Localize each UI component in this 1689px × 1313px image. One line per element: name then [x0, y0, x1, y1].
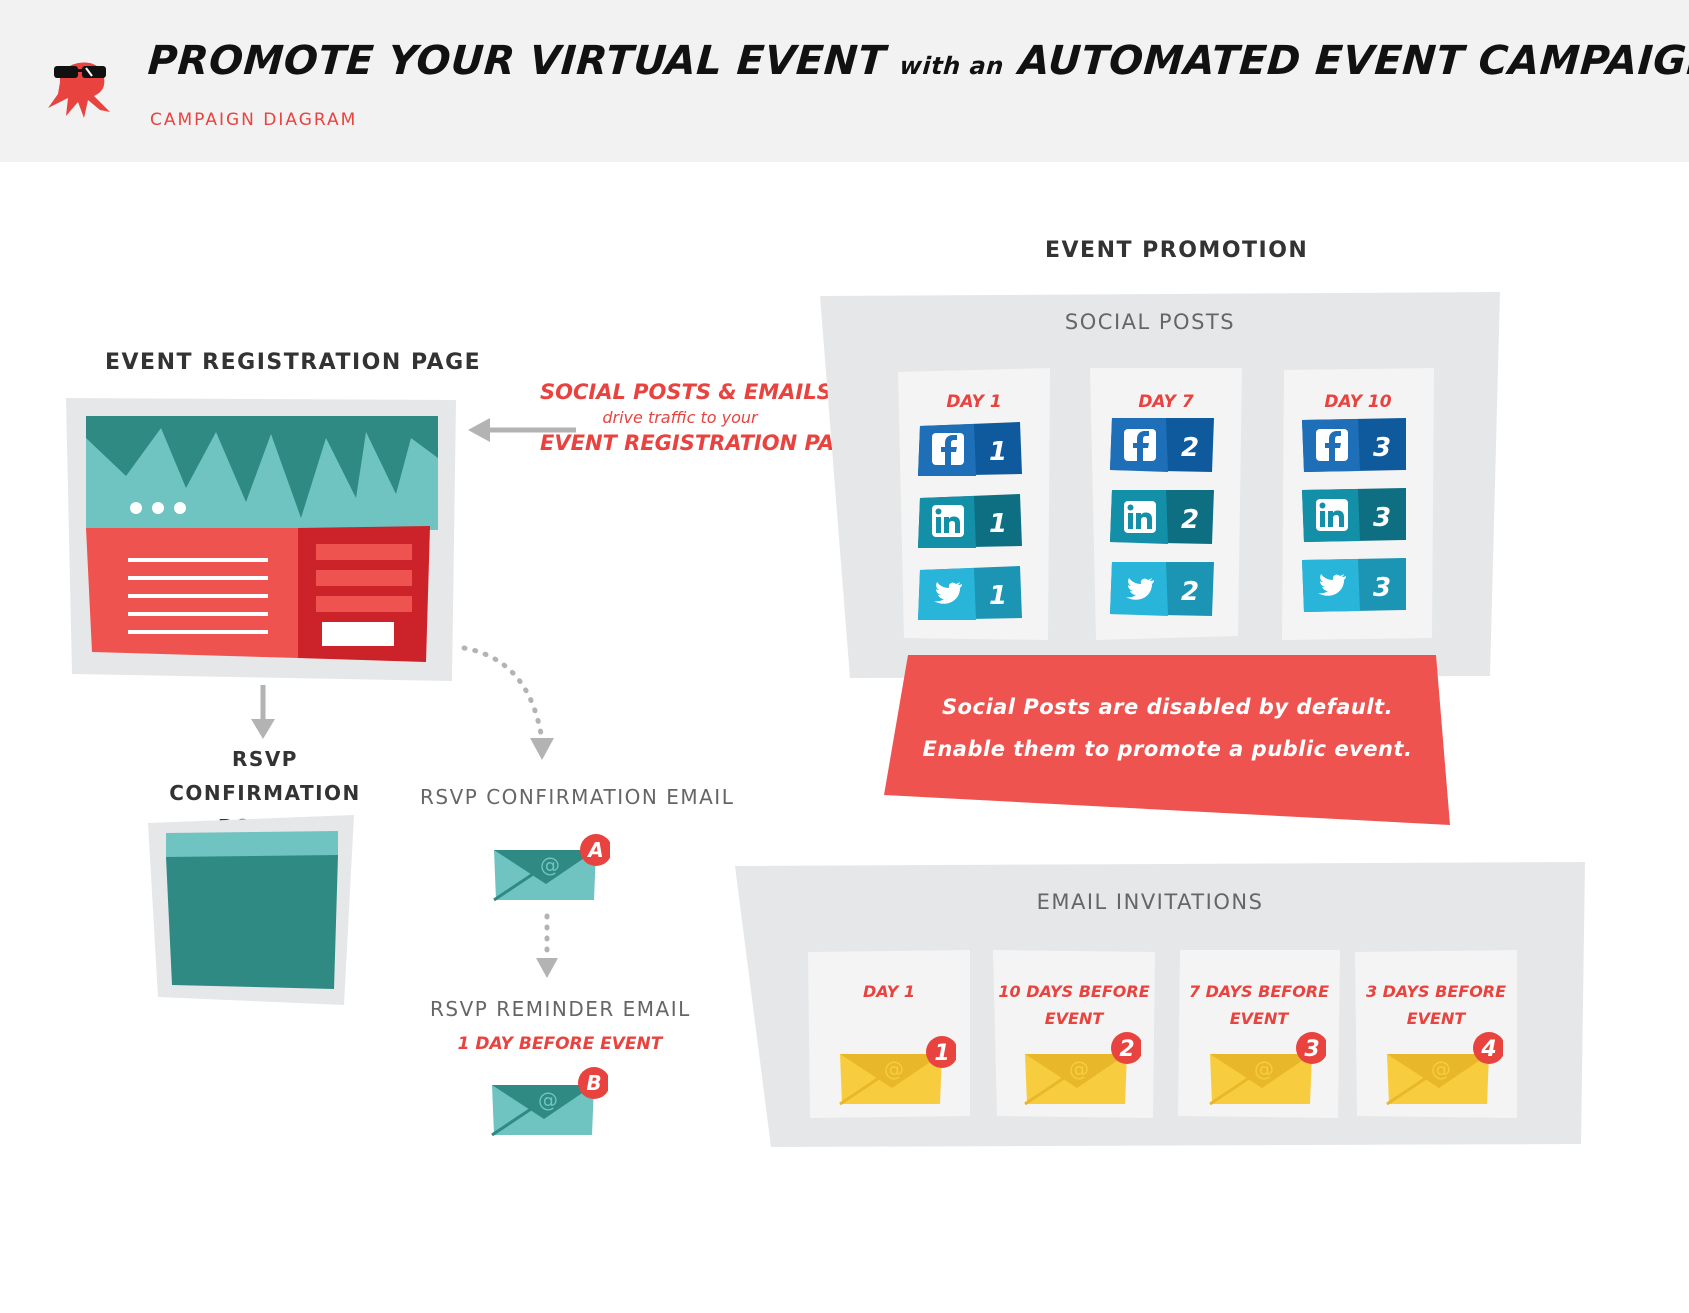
- invitation-badge: 2: [1119, 1037, 1134, 1062]
- badge-b: B: [586, 1071, 601, 1095]
- arrow-left-icon: [468, 418, 576, 442]
- envelope-icon: @ 2: [1024, 1032, 1141, 1106]
- twitter-icon: [1126, 578, 1154, 600]
- envelope-icon: @ B: [491, 1067, 608, 1137]
- email-invitations-title: EMAIL INVITATIONS: [1036, 890, 1264, 914]
- invitation-badge: 3: [1304, 1037, 1319, 1062]
- facebook-post-tile[interactable]: 1: [918, 422, 1022, 476]
- post-number: 3: [1373, 503, 1391, 533]
- banner-text: Social Posts are disabled by default. En…: [900, 686, 1435, 770]
- traffic-note-line-3: EVENT REGISTRATION PAGE: [540, 431, 866, 455]
- page-subtitle: CAMPAIGN DIAGRAM: [150, 110, 358, 130]
- twitter-post-tile[interactable]: 2: [1110, 562, 1214, 616]
- header-bar: [0, 0, 1689, 162]
- social-day-card: DAY 10 3 3 3: [1282, 368, 1434, 640]
- linkedin-post-tile[interactable]: 3: [1302, 488, 1406, 542]
- invitation-label: 7 DAYS BEFORE EVENT: [1188, 982, 1330, 1028]
- social-day-card: DAY 7 2 2 2: [1090, 368, 1242, 640]
- twitter-post-tile[interactable]: 3: [1302, 558, 1406, 612]
- post-number: 2: [1181, 505, 1199, 535]
- rsvp-confirmation-title: RSVP CONFIRMATION EMAIL: [420, 785, 735, 809]
- facebook-post-tile[interactable]: 3: [1302, 418, 1406, 472]
- svg-text:@: @: [540, 853, 560, 877]
- post-number: 1: [989, 437, 1007, 467]
- title-part-2: AUTOMATED EVENT CAMPAIGN: [1017, 38, 1689, 84]
- svg-text:@: @: [1254, 1057, 1274, 1081]
- banner-line-2: Enable them to promote a public event.: [922, 737, 1413, 761]
- post-number: 1: [989, 581, 1007, 611]
- event-promotion-title: EVENT PROMOTION: [1045, 238, 1309, 263]
- traffic-note: SOCIAL POSTS & EMAILS drive traffic to y…: [540, 380, 866, 455]
- social-day-card: DAY 1 1 1 1: [898, 368, 1050, 640]
- social-posts-title: SOCIAL POSTS: [1064, 310, 1236, 334]
- title-part-1: PROMOTE YOUR VIRTUAL EVENT: [146, 38, 888, 84]
- envelope-icon: @ 4: [1386, 1032, 1503, 1106]
- post-number: 2: [1181, 577, 1199, 607]
- svg-text:@: @: [1431, 1057, 1451, 1081]
- invitation-badge: 1: [934, 1041, 949, 1066]
- envelope-icon: @ 1: [839, 1036, 956, 1106]
- arrow-down-icon: [251, 685, 275, 739]
- registration-page-illustration: [66, 398, 456, 681]
- twitter-post-tile[interactable]: 1: [918, 566, 1022, 620]
- invitation-badge: 4: [1480, 1037, 1496, 1062]
- dotted-arrow-icon: [461, 645, 554, 760]
- title-connector: with an: [898, 52, 1005, 80]
- rsvp-reminder-title: RSVP REMINDER EMAIL: [430, 997, 691, 1021]
- facebook-post-tile[interactable]: 2: [1110, 418, 1214, 472]
- dotted-arrow-down-icon: [536, 913, 558, 978]
- post-number: 3: [1373, 433, 1391, 463]
- octopus-logo-icon: [48, 62, 110, 118]
- invitation-label: 10 DAYS BEFORE EVENT: [998, 982, 1150, 1028]
- invitation-label: DAY 1: [862, 982, 916, 1001]
- traffic-note-line-1: SOCIAL POSTS & EMAILS: [540, 380, 832, 404]
- banner-line-1: Social Posts are disabled by default.: [941, 695, 1394, 719]
- post-number: 1: [989, 509, 1007, 539]
- traffic-note-line-2: drive traffic to your: [602, 408, 758, 427]
- registration-title: EVENT REGISTRATION PAGE: [105, 350, 482, 375]
- page-title: PROMOTE YOUR VIRTUAL EVENT with an AUTOM…: [146, 38, 1689, 84]
- day-label: DAY 1: [946, 392, 1002, 412]
- envelope-icon: @ A: [493, 834, 610, 902]
- invitation-card: DAY 1 @ 1: [808, 950, 970, 1118]
- rsvp-popup-illustration: [148, 815, 354, 1005]
- invitation-label: 3 DAYS BEFORE EVENT: [1365, 982, 1507, 1028]
- twitter-icon: [934, 582, 962, 604]
- linkedin-post-tile[interactable]: 1: [918, 494, 1022, 548]
- svg-text:@: @: [1069, 1057, 1089, 1081]
- svg-text:@: @: [538, 1088, 558, 1112]
- svg-text:@: @: [884, 1057, 904, 1081]
- post-number: 3: [1373, 573, 1391, 603]
- rsvp-reminder-subtitle: 1 DAY BEFORE EVENT: [457, 1034, 663, 1054]
- badge-a: A: [586, 838, 603, 862]
- day-label: DAY 10: [1324, 392, 1392, 412]
- day-label: DAY 7: [1138, 392, 1194, 412]
- post-number: 2: [1181, 433, 1199, 463]
- disabled-notice-banner: [884, 655, 1450, 825]
- invitation-card: 7 DAYS BEFORE EVENT @ 3: [1178, 950, 1340, 1118]
- envelope-icon: @ 3: [1209, 1032, 1326, 1106]
- invitation-card: 3 DAYS BEFORE EVENT @ 4: [1355, 950, 1517, 1118]
- invitation-card: 10 DAYS BEFORE EVENT @ 2: [993, 950, 1155, 1118]
- linkedin-post-tile[interactable]: 2: [1110, 490, 1214, 544]
- twitter-icon: [1318, 574, 1346, 596]
